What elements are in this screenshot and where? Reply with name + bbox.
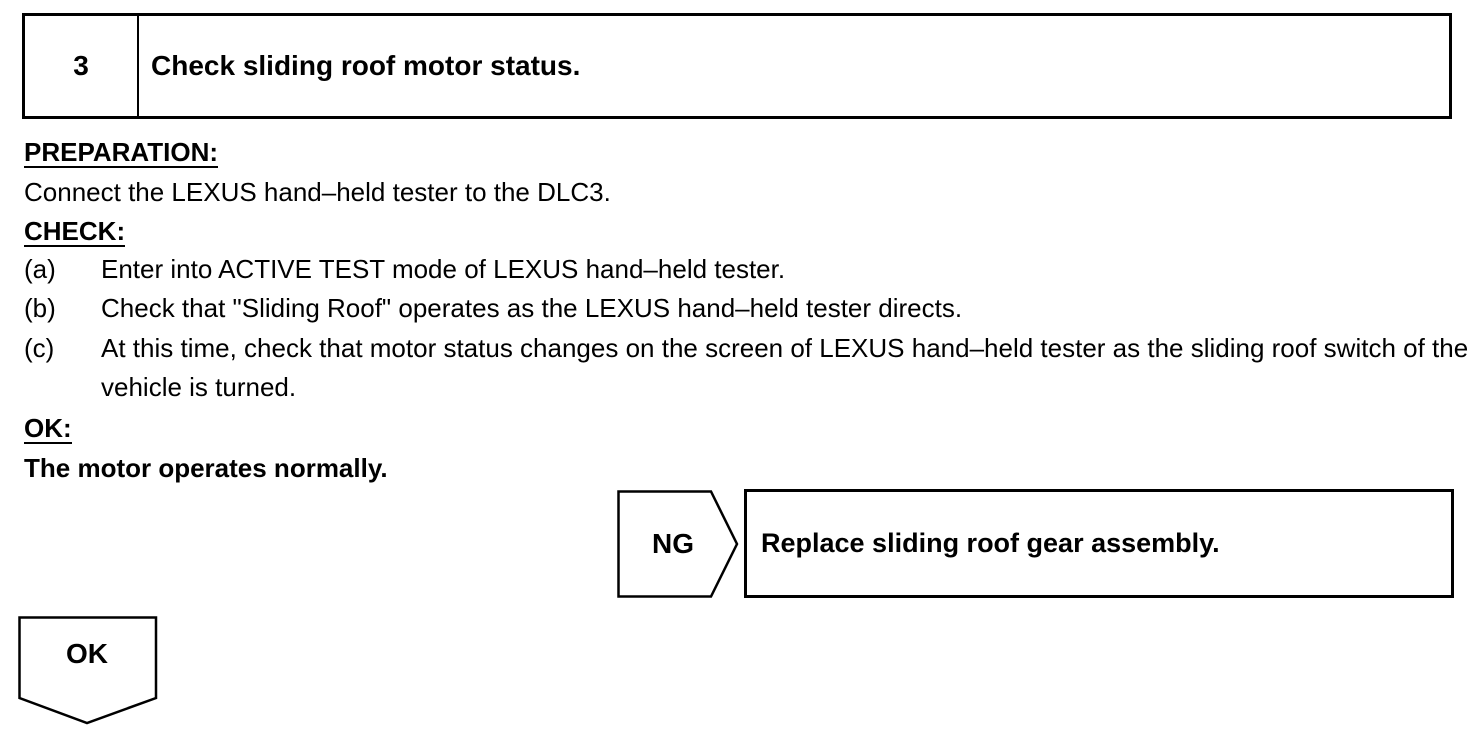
check-item-label: (a) (24, 254, 56, 284)
ok-heading: OK: (24, 413, 72, 444)
step-header: 3 Check sliding roof motor status. (22, 13, 1452, 119)
check-item-a: (a) Enter into ACTIVE TEST mode of LEXUS… (24, 250, 1464, 289)
check-item-text: Check that "Sliding Roof" operates as th… (101, 293, 963, 323)
ng-arrow-shape (617, 490, 739, 598)
check-heading: CHECK: (24, 216, 126, 247)
ng-label: NG (652, 528, 694, 559)
check-item-label: (c) (24, 333, 55, 363)
check-item-text: At this time, check that motor status ch… (101, 333, 1469, 402)
ok-arrow-shape (18, 616, 158, 725)
preparation-heading-row: PREPARATION: (24, 137, 219, 168)
preparation-heading: PREPARATION: (24, 137, 219, 168)
step-title: Check sliding roof motor status. (151, 50, 581, 81)
ng-action-box: Replace sliding roof gear assembly. (744, 489, 1454, 598)
check-item-label: (b) (24, 293, 56, 323)
check-item-c: (c) At this time, check that motor statu… (24, 329, 1472, 407)
ok-criteria-text: The motor operates normally. (24, 453, 388, 483)
preparation-text: Connect the LEXUS hand–held tester to th… (24, 177, 611, 207)
check-heading-row: CHECK: (24, 216, 126, 247)
check-item-text: Enter into ACTIVE TEST mode of LEXUS han… (101, 254, 786, 284)
ok-heading-row: OK: (24, 413, 72, 444)
check-item-b: (b) Check that "Sliding Roof" operates a… (24, 289, 1464, 328)
step-number: 3 (25, 16, 139, 116)
ok-label: OK (66, 638, 108, 669)
